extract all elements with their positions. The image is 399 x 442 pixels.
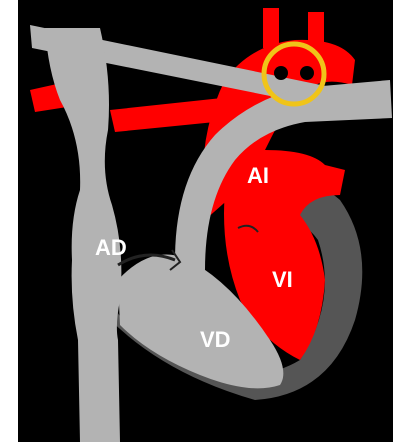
label-ad: AD <box>95 235 127 260</box>
label-ai: AI <box>247 163 269 188</box>
arch-branch-1 <box>263 8 279 48</box>
ductus-node-left <box>274 66 288 80</box>
label-vd: VD <box>200 327 231 352</box>
arch-branch-2 <box>308 12 324 50</box>
ductus-node-right <box>300 66 314 80</box>
label-vi: VI <box>272 267 293 292</box>
